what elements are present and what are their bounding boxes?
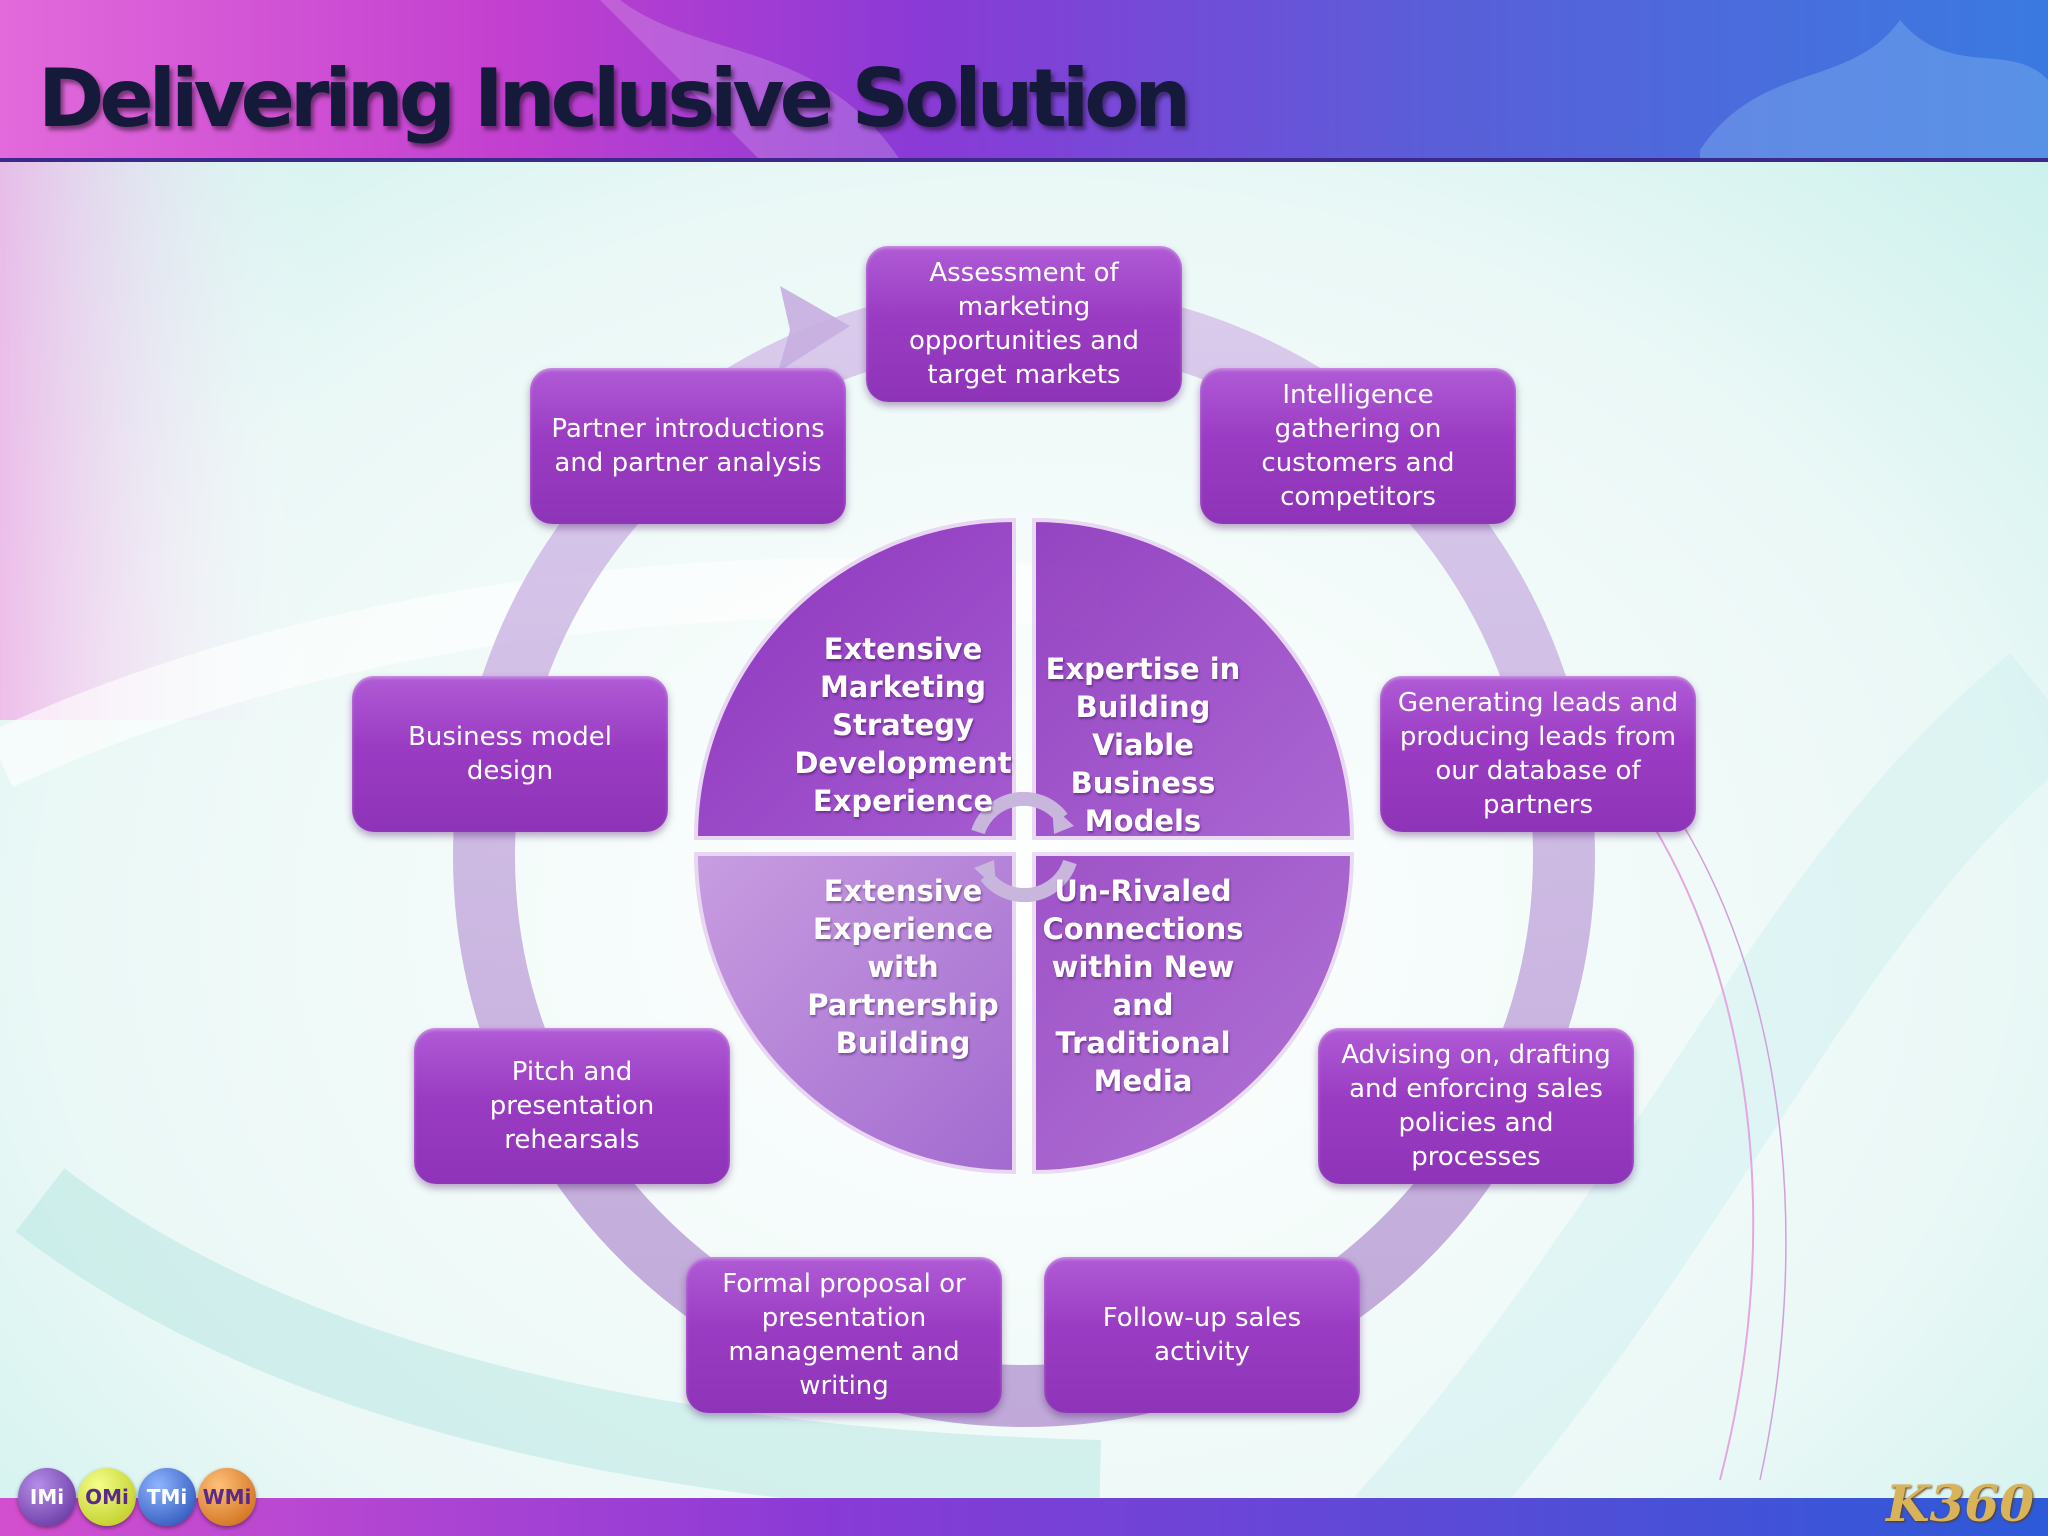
step-sales-policies: Advising on, drafting and enforcing sale… [1318, 1028, 1634, 1184]
footer-band [0, 1498, 2048, 1536]
step-sales-policies-label: Advising on, drafting and enforcing sale… [1341, 1040, 1611, 1172]
quadrant-top-right-shape [1032, 517, 1355, 840]
quadrant-label-partnership-building: Extensive Experience with Partnership Bu… [807, 874, 999, 1060]
cycle-arrow-head [778, 286, 850, 372]
slide-title: Delivering Inclusive Solution [38, 52, 1191, 145]
step-intelligence-gathering: Intelligence gathering on customers and … [1200, 368, 1516, 524]
step-follow-up-sales: Follow-up sales activity [1044, 1257, 1360, 1413]
header-band [0, 0, 2048, 162]
center-cycle-arrow-bottom-head [974, 860, 996, 888]
step-intelligence-gathering-label: Intelligence gathering on customers and … [1261, 380, 1455, 512]
step-pitch-rehearsals: Pitch and presentation rehearsals [414, 1028, 730, 1184]
badge-wmi: WMi [198, 1468, 256, 1526]
step-follow-up-sales-label: Follow-up sales activity [1102, 1303, 1302, 1367]
center-cycle-arrow-top-head [1052, 806, 1074, 834]
step-assessment-label: Assessment of marketing opportunities an… [908, 258, 1140, 390]
quadrant-top-left-shape [693, 517, 1016, 840]
step-lead-generation: Generating leads and producing leads fro… [1380, 676, 1696, 832]
quadrant-bottom-right-shape [1032, 852, 1355, 1175]
core-quadrants [693, 517, 1355, 1175]
step-pitch-rehearsals-label: Pitch and presentation rehearsals [489, 1057, 655, 1155]
badge-imi: IMi [18, 1468, 76, 1526]
quadrant-label-media-connections: Un-Rivaled Connections within New and Tr… [1042, 874, 1244, 1098]
step-assessment: Assessment of marketing opportunities an… [866, 246, 1182, 402]
badge-tmi: TMi [138, 1468, 196, 1526]
step-partner-introductions: Partner introductions and partner analys… [530, 368, 846, 524]
step-business-model-design: Business model design [352, 676, 668, 832]
step-partner-introductions-label: Partner introductions and partner analys… [551, 414, 825, 478]
quadrant-bottom-left-shape [693, 852, 1016, 1175]
step-business-model-design-label: Business model design [408, 722, 612, 786]
step-lead-generation-label: Generating leads and producing leads fro… [1397, 688, 1679, 820]
badge-omi: OMi [78, 1468, 136, 1526]
step-formal-proposal: Formal proposal or presentation manageme… [686, 1257, 1002, 1413]
step-formal-proposal-label: Formal proposal or presentation manageme… [722, 1269, 966, 1401]
k360-logo: K360 [1886, 1474, 2034, 1533]
quadrant-label-business-models: Expertise in Building Viable Business Mo… [1045, 652, 1241, 838]
quadrant-label-marketing-strategy: Extensive Marketing Strategy Development… [794, 632, 1012, 818]
